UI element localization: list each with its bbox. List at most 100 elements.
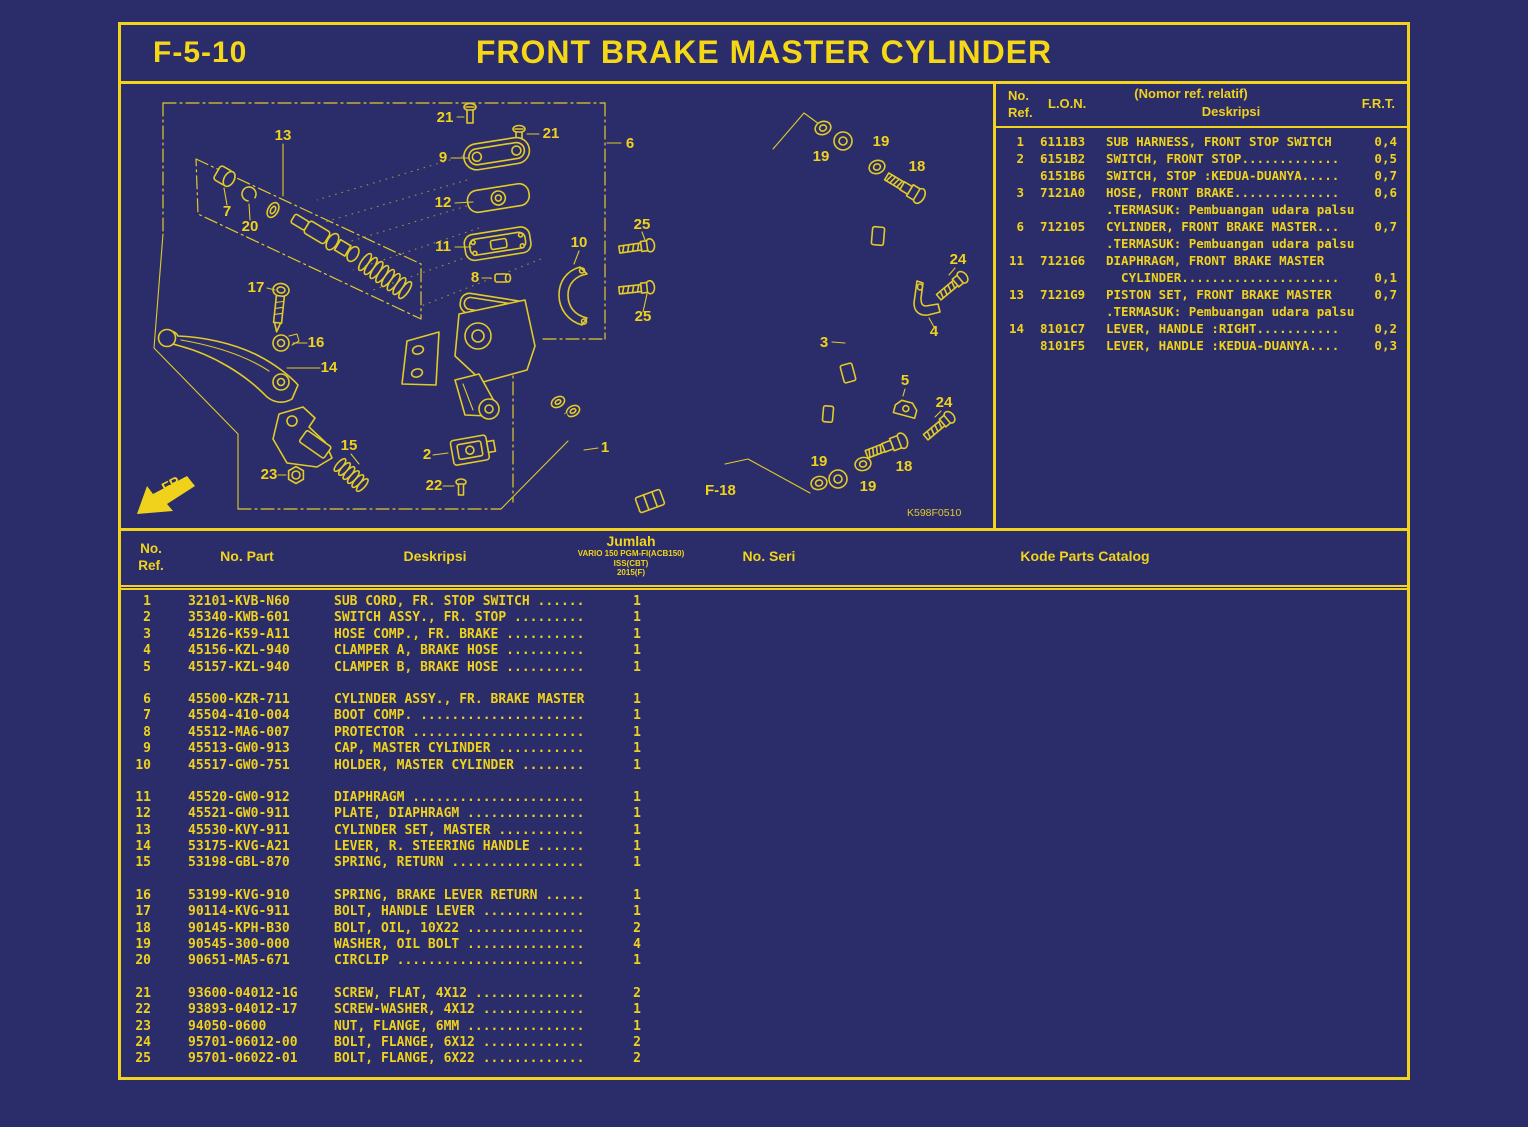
section-ref-label: F-18 <box>705 482 736 499</box>
parts-cell-qty: 1 <box>633 822 641 838</box>
ref-header-frt: F.R.T. <box>1361 96 1395 111</box>
parts-cell-part: 93893-04012-17 <box>188 1002 298 1018</box>
parts-cell-ref: 4 <box>143 643 151 659</box>
parts-cell-part: 53175-KVG-A21 <box>188 839 290 855</box>
parts-cell-qty: 1 <box>633 626 641 642</box>
parts-cell-part: 45126-K59-A11 <box>188 626 290 642</box>
parts-cell-qty: 1 <box>633 839 641 855</box>
parts-cell-ref: 15 <box>135 855 151 871</box>
callout-leader-line <box>266 287 276 291</box>
ref-table-row: .TERMASUK: Pembuangan udara palsu <box>996 303 1407 320</box>
part-callout-number: 24 <box>950 251 967 268</box>
callout-leader-line <box>831 341 846 344</box>
parts-cell-ref: 25 <box>135 1051 151 1067</box>
part-callout-number: 15 <box>341 437 358 454</box>
page-code: F-5-10 <box>153 36 248 69</box>
parts-cell-ref: 18 <box>135 920 151 936</box>
parts-cell-qty: 2 <box>633 985 641 1001</box>
parts-cell-qty: 1 <box>633 1018 641 1034</box>
ref-cell-desc: .TERMASUK: Pembuangan udara palsu <box>1106 236 1355 251</box>
parts-cell-desc: PLATE, DIAPHRAGM ............... <box>334 806 585 822</box>
master-cylinder-body <box>401 292 536 420</box>
ref-cell-ref <box>996 337 1024 354</box>
ref-cell-desc: HOSE, FRONT BRAKE.............. <box>1106 185 1340 200</box>
drawing-code: K598F0510 <box>907 507 961 519</box>
parts-cell-ref: 22 <box>135 1002 151 1018</box>
lever-bolt <box>272 282 290 333</box>
parts-table-row: 12 45521-GW0-911 PLATE, DIAPHRAGM ........… <box>121 806 1407 822</box>
parts-cell-part: 90651-MA5-671 <box>188 953 290 969</box>
flange-nut <box>287 465 305 485</box>
parts-cell-part: 45530-KVY-911 <box>188 822 290 838</box>
parts-cell-part: 45504-410-004 <box>188 708 290 724</box>
part-callout-number: 10 <box>571 234 588 251</box>
header-band: F-5-10 FRONT BRAKE MASTER CYLINDER <box>121 25 1407 84</box>
ref-cell-desc: PISTON SET, FRONT BRAKE MASTER <box>1106 287 1332 302</box>
parts-cell-desc: LEVER, R. STEERING HANDLE ...... <box>334 839 585 855</box>
parts-cell-qty: 1 <box>633 887 641 903</box>
parts-cell-qty: 4 <box>633 937 641 953</box>
parts-cell-desc: BOLT, OIL, 10X22 ............... <box>334 920 585 936</box>
part-callout-number: 20 <box>242 218 259 235</box>
lever-perch <box>272 406 333 468</box>
ref-table-row: .TERMASUK: Pembuangan udara palsu <box>996 201 1407 218</box>
ref-cell-ref: 14 <box>1008 321 1024 336</box>
ref-cell-ref <box>996 269 1024 286</box>
parts-header-jumlah: Jumlah VARIO 150 PGM-FI(ACB150) ISS(CBT)… <box>577 533 685 578</box>
ref-cell-ref: 13 <box>1008 287 1024 302</box>
parts-cell-ref: 23 <box>135 1018 151 1034</box>
ref-cell-ref <box>996 201 1024 218</box>
callout-leader-line <box>223 187 228 206</box>
callout-leader-line <box>902 388 906 397</box>
parts-cell-desc: SCREW-WASHER, 4X12 ............. <box>334 1002 585 1018</box>
ref-cell-ref: 1 <box>1016 134 1024 149</box>
parts-cell-part: 45512-MA6-007 <box>188 724 290 740</box>
ref-cell-lon <box>1040 201 1098 218</box>
parts-cell-qty: 1 <box>633 691 641 707</box>
parts-cell-ref: 12 <box>135 806 151 822</box>
ref-cell-lon: 8101C7 <box>1040 321 1086 336</box>
ref-cell-desc: LEVER, HANDLE :RIGHT........... <box>1106 321 1340 336</box>
ref-cell-frt: 0,5 <box>1374 151 1397 166</box>
ref-cell-ref: 3 <box>1016 185 1024 200</box>
part-callout-number: 6 <box>626 135 634 152</box>
parts-table-header: No. Ref. No. Part Deskripsi Jumlah VARIO… <box>121 531 1407 590</box>
piston-set-parts <box>213 165 413 300</box>
reservoir-cap <box>463 102 532 283</box>
parts-cell-ref: 9 <box>143 741 151 757</box>
parts-cell-ref: 13 <box>135 822 151 838</box>
part-callout-number: 3 <box>820 334 828 351</box>
part-callout-number: 17 <box>248 279 265 296</box>
parts-header-seri: No. Seri <box>742 548 796 564</box>
ref-cell-lon <box>1040 235 1098 252</box>
ref-cell-ref: 6 <box>1016 219 1024 234</box>
part-callout-number: 19 <box>860 478 877 495</box>
parts-cell-qty: 1 <box>633 594 641 609</box>
ref-summary-table: No. Ref. L.O.N. (Nomor ref. relatif) Des… <box>993 84 1407 528</box>
part-callout-number: 22 <box>426 477 443 494</box>
parts-cell-qty: 2 <box>633 1034 641 1050</box>
parts-cell-ref: 24 <box>135 1034 151 1050</box>
parts-cell-qty: 1 <box>633 904 641 920</box>
part-callout-number: 21 <box>543 125 560 142</box>
parts-cell-part: 45157-KZL-940 <box>188 659 290 675</box>
parts-cell-desc: CLAMPER B, BRAKE HOSE .......... <box>334 659 585 675</box>
part-callout-number: 8 <box>471 269 479 286</box>
front-direction-arrow: FR. <box>137 471 195 514</box>
parts-cell-desc: CAP, MASTER CYLINDER ........... <box>334 741 585 757</box>
parts-cell-part: 45521-GW0-911 <box>188 806 290 822</box>
parts-cell-ref: 3 <box>143 626 151 642</box>
sub-cord <box>550 395 666 514</box>
